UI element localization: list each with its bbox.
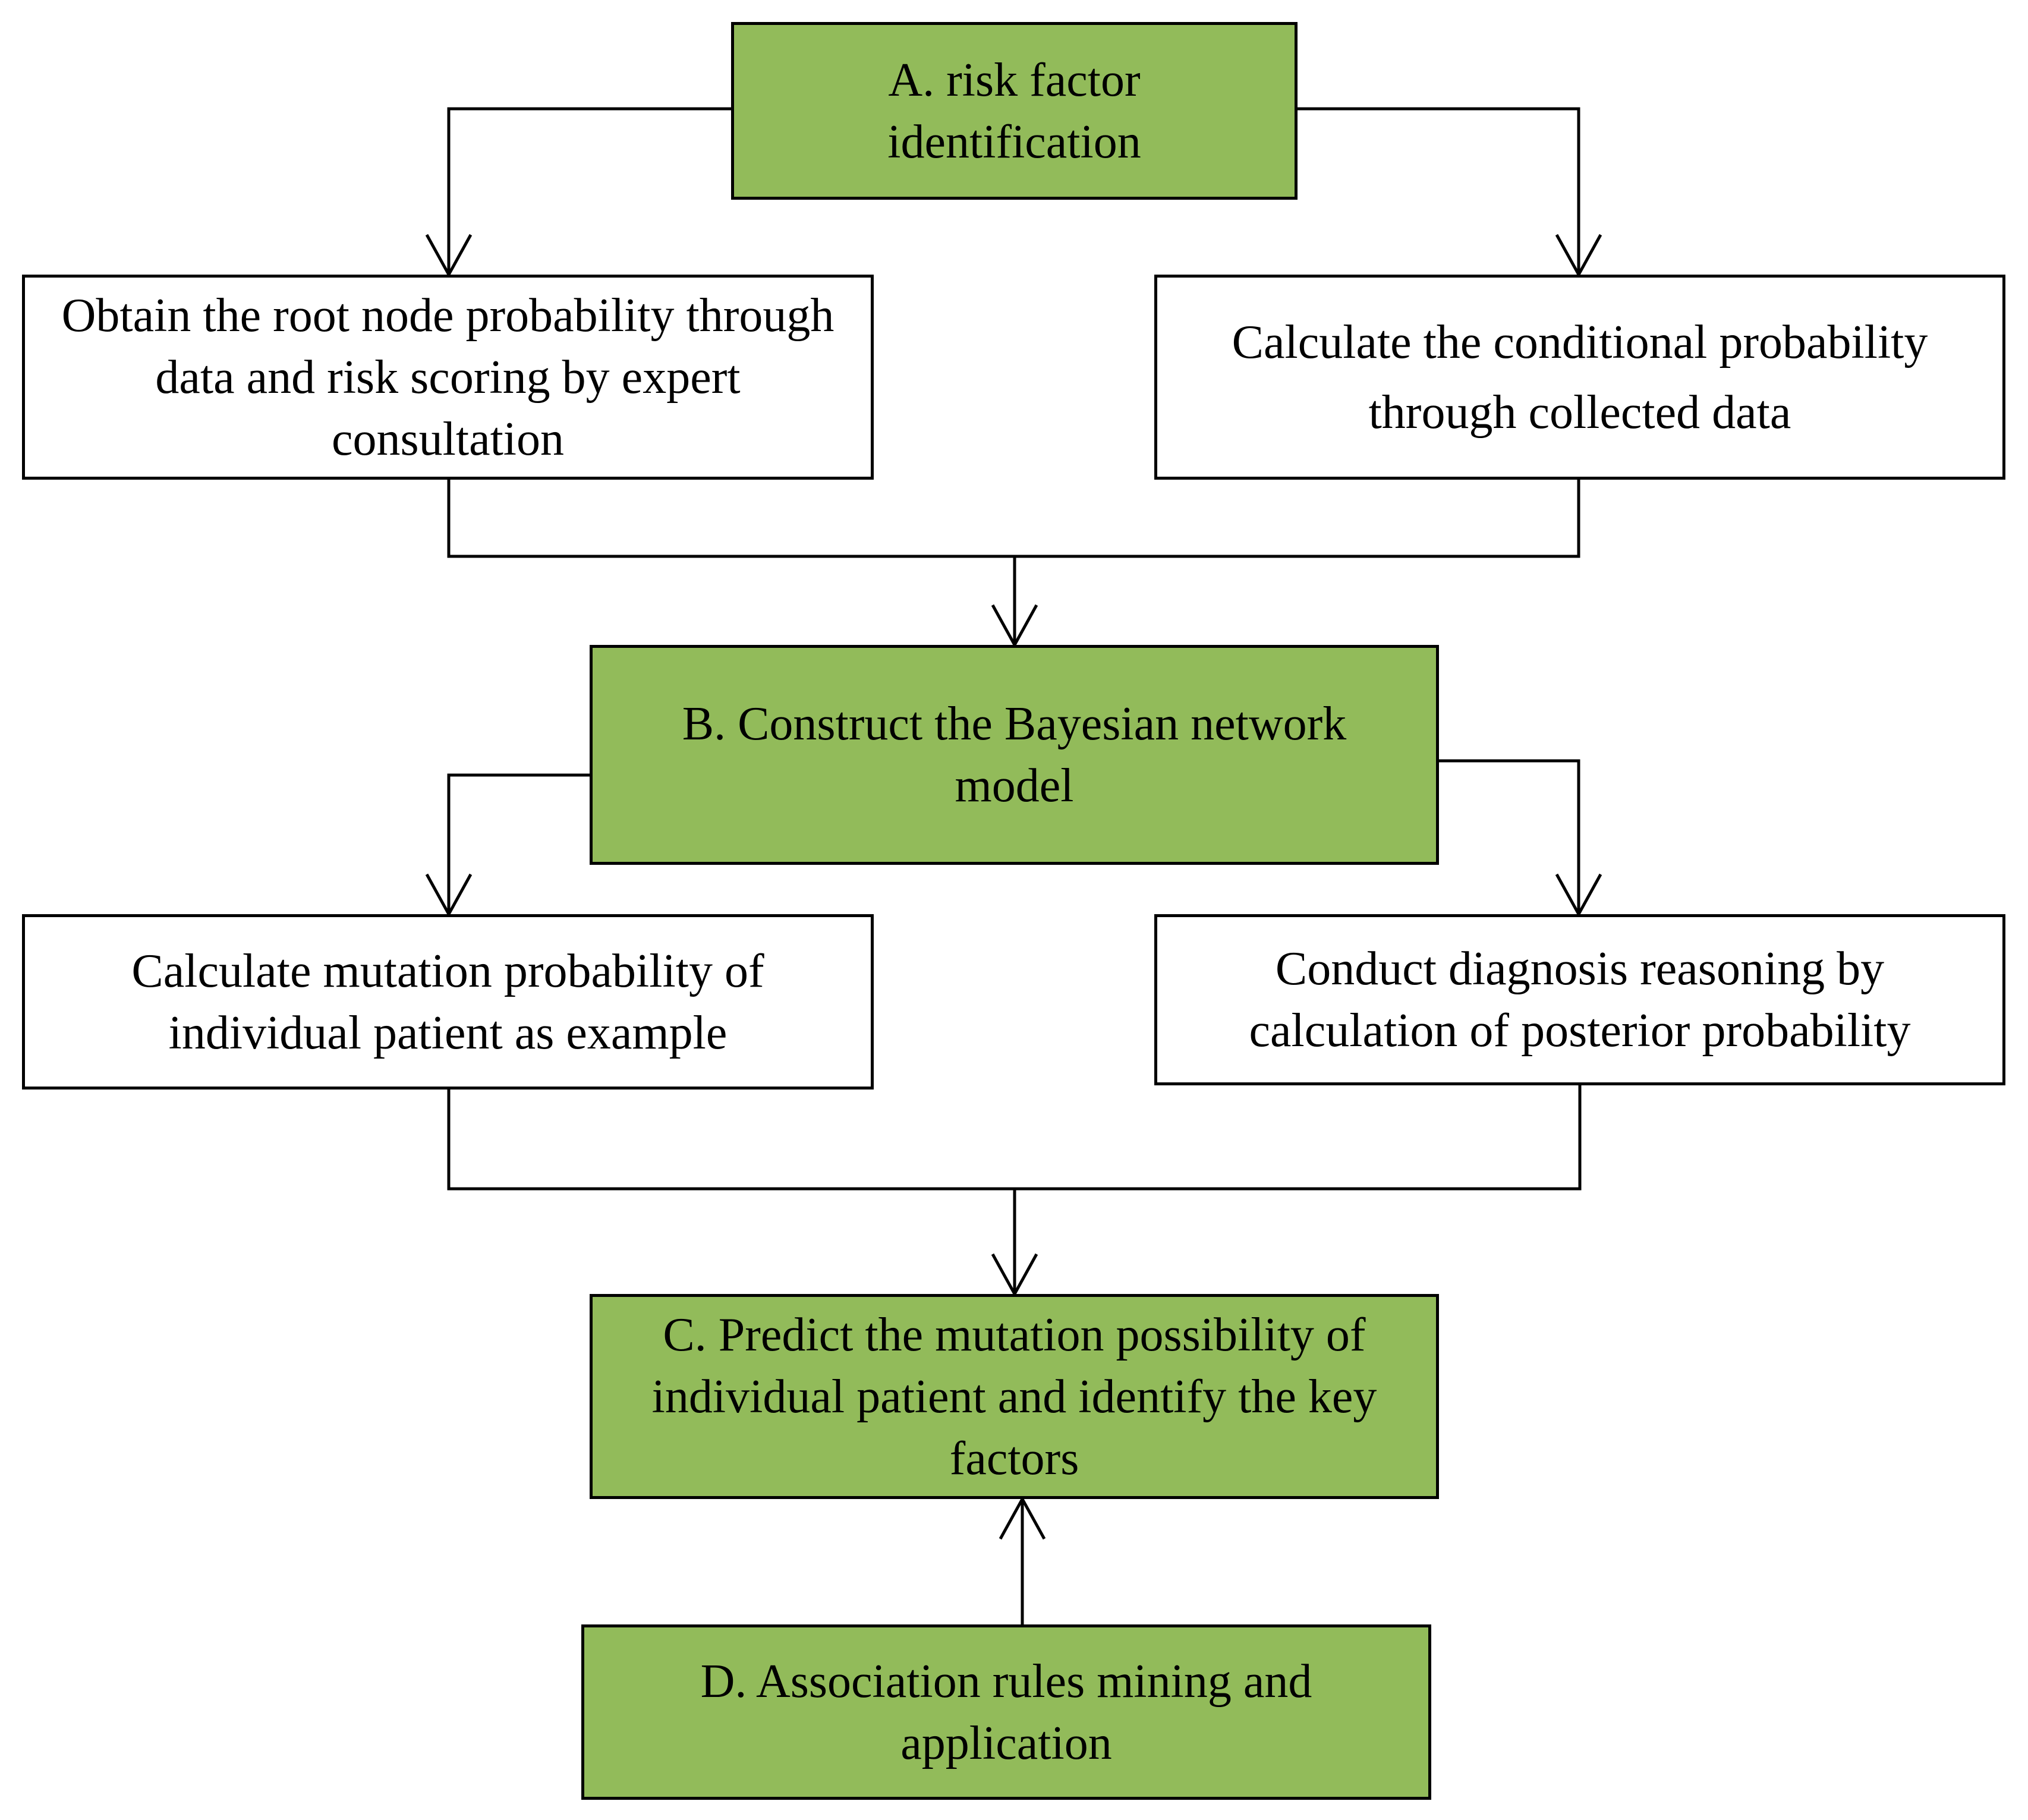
step-conditional-probability: Calculate the conditional probability th… <box>1154 275 2005 480</box>
connector-b-to-mutation-probability <box>447 773 590 914</box>
stage-c-label: C. Predict the mutation possibility of i… <box>651 1308 1377 1485</box>
step-mutation-probability-example: Calculate mutation probability of indivi… <box>22 914 874 1090</box>
connector-root-probability-to-merge <box>447 480 1580 558</box>
step-diagnosis-reasoning: Conduct diagnosis reasoning by calculati… <box>1154 914 2005 1085</box>
step-root-node-probability-label: Obtain the root node probability through… <box>61 289 834 465</box>
step-diagnosis-reasoning-label: Conduct diagnosis reasoning by calculati… <box>1249 943 1911 1057</box>
stage-c-predict-mutation-possibility: C. Predict the mutation possibility of i… <box>590 1294 1439 1499</box>
connector-a-to-root-probability <box>447 107 731 275</box>
connector-b-to-diagnosis-reasoning <box>1439 759 1580 914</box>
stage-d-association-rules-mining: D. Association rules mining and applicat… <box>581 1624 1431 1800</box>
step-mutation-probability-label: Calculate mutation probability of indivi… <box>131 944 764 1059</box>
connector-a-to-conditional-probability <box>1298 107 1580 275</box>
step-root-node-probability: Obtain the root node probability through… <box>22 275 874 480</box>
connector-mutation-probability-to-merge <box>447 1085 1582 1191</box>
stage-b-construct-bayesian-network: B. Construct the Bayesian network model <box>590 645 1439 865</box>
stage-a-label: A. risk factor identification <box>887 53 1141 168</box>
step-conditional-probability-label: Calculate the conditional probability th… <box>1232 316 1928 439</box>
stage-a-risk-factor-identification: A. risk factor identification <box>731 22 1298 200</box>
arrowhead-c-from-d <box>999 1495 1046 1540</box>
stage-d-label: D. Association rules mining and applicat… <box>700 1655 1312 1769</box>
stage-b-label: B. Construct the Bayesian network model <box>682 698 1347 812</box>
